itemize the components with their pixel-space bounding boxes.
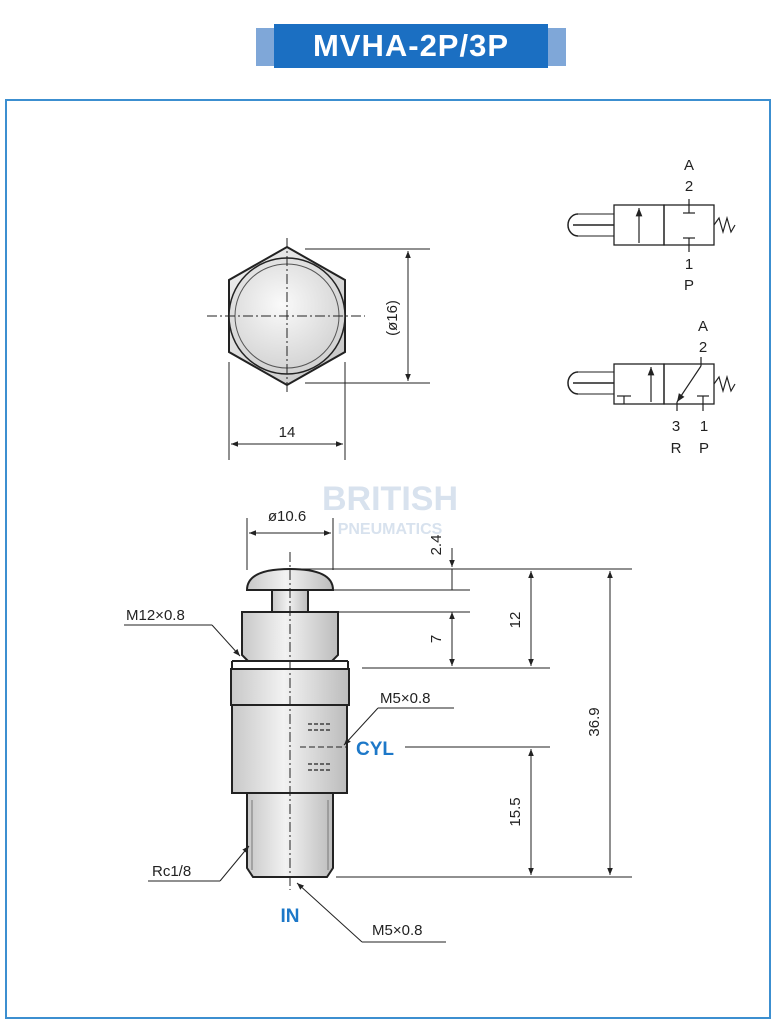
thread-m5-cyl-label: M5×0.8 bbox=[380, 690, 430, 707]
valve-box-left bbox=[613, 363, 665, 405]
in-port-label: IN bbox=[281, 906, 300, 927]
m12-leader bbox=[211, 624, 241, 657]
spring-icon bbox=[713, 215, 736, 235]
width-14-label: 14 bbox=[279, 424, 296, 441]
dim-7-label: 7 bbox=[428, 635, 445, 643]
thread-m12-label: M12×0.8 bbox=[126, 607, 185, 624]
m5-cyl-leader bbox=[343, 707, 379, 746]
port-1-label: 1 bbox=[700, 418, 708, 435]
watermark-line1: BRITISH bbox=[322, 480, 458, 518]
port-a-label: A bbox=[684, 157, 694, 174]
valve-symbol-2p: A 2 1 P bbox=[567, 157, 736, 294]
dim-36-9-label: 36.9 bbox=[586, 707, 603, 736]
title-tab-left bbox=[256, 28, 276, 66]
page-title: MVHA-2P/3P bbox=[274, 24, 548, 68]
exhaust-arrow-icon bbox=[676, 365, 702, 403]
drawing-frame bbox=[5, 99, 771, 1019]
port-2-label: 2 bbox=[685, 178, 693, 195]
port-a-label: A bbox=[698, 318, 708, 335]
rc-leader bbox=[219, 845, 250, 882]
port-r-label: R bbox=[671, 440, 682, 457]
valve-symbol-3p: A 2 3 R 1 P bbox=[567, 318, 736, 457]
dim-12-label: 12 bbox=[507, 612, 524, 629]
thread-rc-label: Rc1/8 bbox=[152, 863, 191, 880]
valve-side-view: ø10.6 2.4 7 12 36.9 15.5 M12×0.8 M5×0.8 bbox=[124, 508, 632, 943]
push-button-icon bbox=[567, 213, 579, 237]
title-banner: MVHA-2P/3P bbox=[256, 24, 566, 68]
dia-16-label: (ø16) bbox=[384, 300, 401, 336]
title-tab-right bbox=[546, 28, 566, 66]
cyl-port-label: CYL bbox=[356, 739, 394, 760]
spring-icon bbox=[713, 374, 736, 394]
push-button-icon bbox=[567, 371, 579, 395]
m5-in-leader bbox=[296, 882, 363, 943]
watermark-line2: PNEUMATICS bbox=[338, 521, 443, 538]
hex-top-view: (ø16) 14 bbox=[207, 238, 430, 460]
dia-10-6-label: ø10.6 bbox=[268, 508, 306, 525]
port-p-label: P bbox=[699, 440, 709, 457]
dim-2-4-label: 2.4 bbox=[428, 535, 445, 556]
port-1-label: 1 bbox=[685, 256, 693, 273]
port-p-label: P bbox=[684, 277, 694, 294]
dim-15-5-label: 15.5 bbox=[507, 797, 524, 826]
thread-m5-in-label: M5×0.8 bbox=[372, 922, 422, 939]
port-2-label: 2 bbox=[699, 339, 707, 356]
port-3-label: 3 bbox=[672, 418, 680, 435]
